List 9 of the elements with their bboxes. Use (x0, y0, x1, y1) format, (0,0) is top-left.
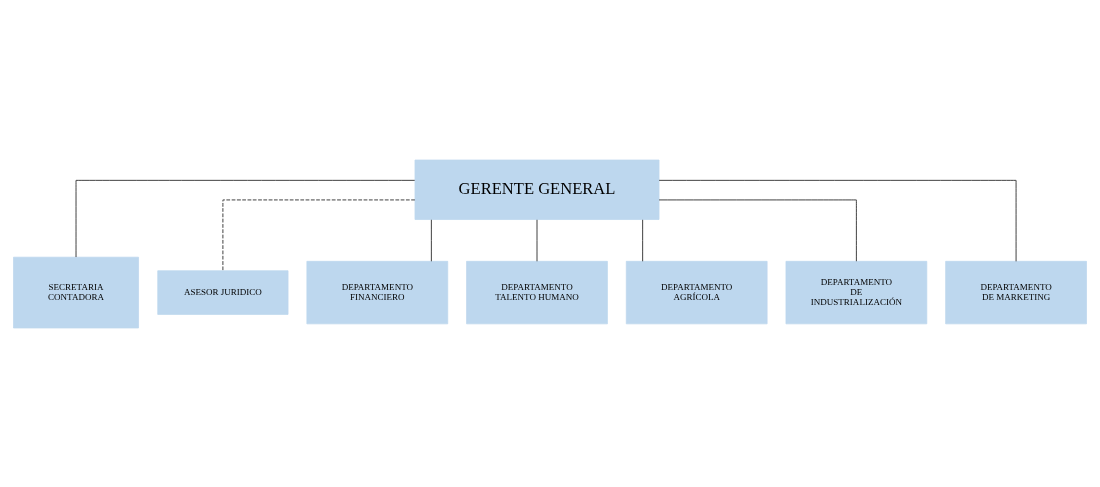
node-box: DEPARTAMENTO TALENTO HUMANO (466, 260, 608, 324)
node-box: DEPARTAMENTO FINANCIERO (306, 260, 449, 324)
node-box: SECRETARIA CONTADORA (13, 256, 139, 328)
node-box: ASESOR JURIDICO (157, 269, 289, 315)
node-box: DEPARTAMENTO DE MARKETING (945, 260, 1087, 324)
node-box: DEPARTAMENTO DE INDUSTRIALIZACIÓN (785, 260, 928, 324)
node-box: GERENTE GENERAL (414, 159, 660, 220)
connector (658, 199, 857, 262)
node-box: DEPARTAMENTO AGRÍCOLA (625, 260, 768, 324)
